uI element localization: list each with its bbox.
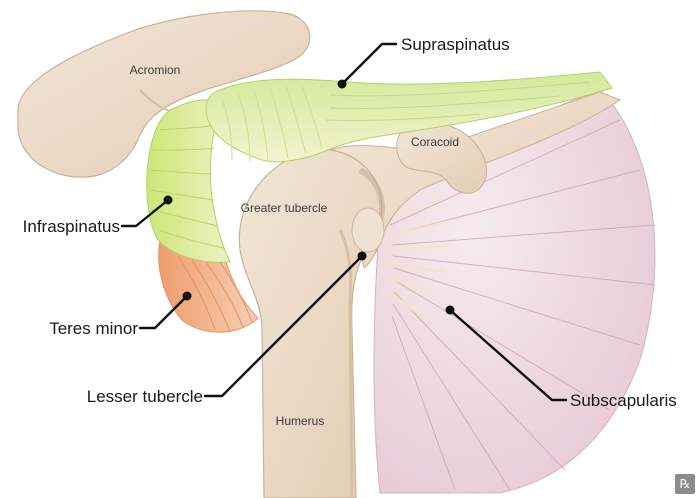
teres-minor-muscle [158, 238, 259, 333]
label-humerus: Humerus [276, 414, 325, 428]
subscapularis-muscle [373, 89, 656, 494]
label-greater-tubercle: Greater tubercle [241, 201, 328, 215]
leader-subscapularis [445, 305, 568, 402]
infraspinatus-muscle [146, 99, 231, 263]
label-teres-minor: Teres minor [49, 319, 138, 338]
leader-teres-minor [138, 291, 192, 330]
label-infraspinatus: Infraspinatus [23, 217, 120, 236]
coracoid-process [396, 122, 487, 194]
supraspinatus-muscle [205, 71, 613, 163]
label-lesser-tubercle: Lesser tubercle [87, 387, 203, 406]
leader-lesser-tubercle [203, 251, 367, 398]
label-supraspinatus: Supraspinatus [401, 35, 510, 54]
label-acromion: Acromion [130, 63, 181, 77]
label-subscapularis: Subscapularis [570, 391, 677, 410]
leader-supraspinatus [337, 42, 398, 89]
rx-logo-icon: ℞ [675, 474, 695, 494]
leader-infraspinatus [120, 195, 173, 228]
label-coracoid: Coracoid [411, 135, 459, 149]
